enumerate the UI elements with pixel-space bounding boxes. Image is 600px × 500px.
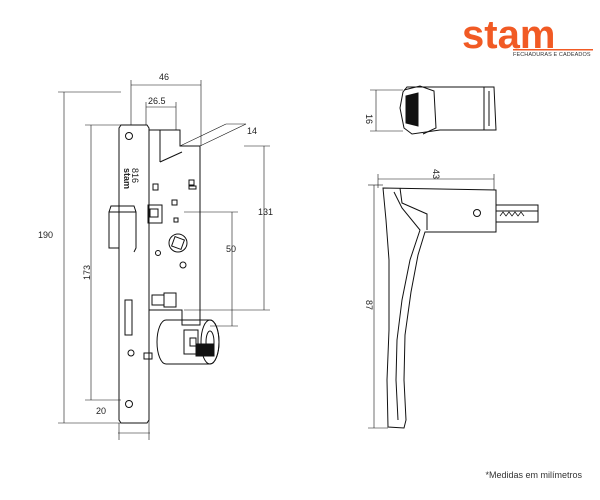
brand-tagline: FECHADURAS E CADEADOS <box>513 52 591 58</box>
handle-rose <box>406 93 418 126</box>
dim-16: 16 <box>364 114 374 124</box>
faceplate-mark: stam <box>122 168 132 189</box>
dim-87: 87 <box>364 300 374 310</box>
dim-20: 20 <box>96 406 106 416</box>
dim-14: 14 <box>247 126 257 136</box>
lock-dimension-labels: 46 26.5 14 131 50 190 173 20 <box>38 72 273 416</box>
dim-131: 131 <box>258 207 273 217</box>
cylinder-face <box>201 320 219 364</box>
cylinder-brand-plate <box>196 344 214 356</box>
handle-top-outline <box>400 87 496 134</box>
lock-dimensions <box>58 80 270 440</box>
spindle-hub <box>169 234 187 252</box>
lock-case <box>149 130 200 325</box>
case-top-edge-2 <box>160 152 182 162</box>
faceplate-model: 816 <box>130 168 140 183</box>
dim-190: 190 <box>38 230 53 240</box>
faceplate <box>119 125 149 423</box>
dim-50: 50 <box>226 244 236 254</box>
brand-underline <box>513 49 593 51</box>
handle-spindle <box>496 205 538 222</box>
cylinder <box>157 320 219 364</box>
cylinder-cam <box>184 330 198 354</box>
dim-26-5: 26.5 <box>148 96 166 106</box>
handle-lever-inner <box>394 192 420 420</box>
dim-173: 173 <box>82 265 92 280</box>
deadbolt-slot <box>125 300 132 335</box>
handle-side-view <box>368 174 538 428</box>
dim-46: 46 <box>159 72 169 82</box>
handle-lever <box>383 188 496 428</box>
handle-top-view <box>370 86 496 134</box>
stam-logo: stam FECHADURAS E CADEADOS <box>462 13 593 58</box>
faceplate-screw-bottom <box>126 401 133 408</box>
faceplate-screw-mid <box>128 350 134 356</box>
spindle-square <box>172 237 185 250</box>
dim-43: 43 <box>431 169 441 179</box>
lock-body-drawing: stam 816 <box>109 125 219 423</box>
handle-screw <box>474 210 481 217</box>
footnote: *Medidas em milímetros <box>485 470 582 480</box>
latch-bolt <box>109 206 136 252</box>
faceplate-screw-top <box>126 133 133 140</box>
